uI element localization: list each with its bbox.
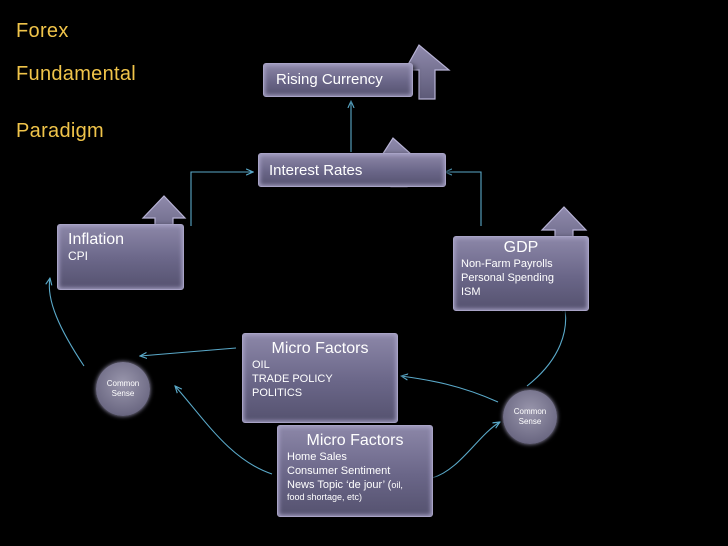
- gdp-sub-2: Personal Spending: [461, 272, 554, 284]
- arrow-sense-to-gdp: [526, 304, 566, 387]
- micro-bottom-sub-3b: oil,: [391, 480, 403, 490]
- arrow-sense-right-to-micro: [401, 376, 499, 403]
- micro-bottom-sub-1: Home Sales: [287, 451, 347, 463]
- common-sense-left-line2: Sense: [111, 389, 135, 398]
- micro-top-sub-2: TRADE POLICY: [252, 373, 333, 385]
- micro-bottom-sub-3: News Topic ‘de jour’ (oil,: [287, 478, 432, 492]
- gdp-sub-1: Non-Farm Payrolls: [461, 258, 553, 270]
- arrow-micro-bottom-to-sense-left: [175, 386, 273, 475]
- micro-top-sub-1: OIL: [252, 359, 270, 371]
- inflation-sub: CPI: [68, 249, 89, 263]
- micro-factors-top-box: Micro Factors OIL TRADE POLICY POLITICS: [242, 333, 398, 423]
- micro-factors-bottom-box: Micro Factors Home Sales Consumer Sentim…: [277, 425, 433, 517]
- gdp-box: GDP Non-Farm Payrolls Personal Spending …: [453, 236, 589, 311]
- inflation-box: Inflation CPI: [57, 224, 184, 290]
- gdp-label: GDP: [503, 239, 539, 256]
- micro-bottom-sub-2: Consumer Sentiment: [287, 465, 391, 477]
- micro-factors-bottom-label: Micro Factors: [306, 432, 404, 449]
- arrow-sense-to-inflation: [49, 278, 85, 367]
- interest-rates-label: Interest Rates: [269, 162, 363, 179]
- title-fundamental: Fundamental: [16, 63, 137, 85]
- rising-currency-label: Rising Currency: [276, 71, 383, 88]
- arrow-gdp-to-interest: [445, 172, 482, 226]
- arrow-inflation-to-interest: [190, 172, 253, 226]
- common-sense-left-line1: Common: [106, 379, 140, 388]
- inflation-label: Inflation: [68, 231, 125, 248]
- up-arrow-icon: [403, 44, 451, 100]
- rising-currency-box: Rising Currency: [263, 63, 413, 97]
- gdp-sub-3: ISM: [461, 286, 481, 298]
- interest-rates-box: Interest Rates: [258, 153, 446, 187]
- common-sense-right-line1: Common: [513, 407, 547, 416]
- micro-bottom-sub-3a: News Topic ‘de jour’ (: [287, 479, 392, 491]
- title-forex: Forex: [16, 20, 69, 42]
- common-sense-right-line2: Sense: [518, 417, 542, 426]
- micro-factors-top-label: Micro Factors: [271, 340, 369, 357]
- micro-bottom-sub-4: food shortage, etc): [287, 492, 363, 502]
- micro-top-sub-3: POLITICS: [252, 387, 303, 399]
- arrow-micro-bottom-to-sense-right: [431, 422, 500, 479]
- arrow-micro-to-sense-left: [140, 347, 237, 356]
- title-paradigm: Paradigm: [16, 120, 104, 142]
